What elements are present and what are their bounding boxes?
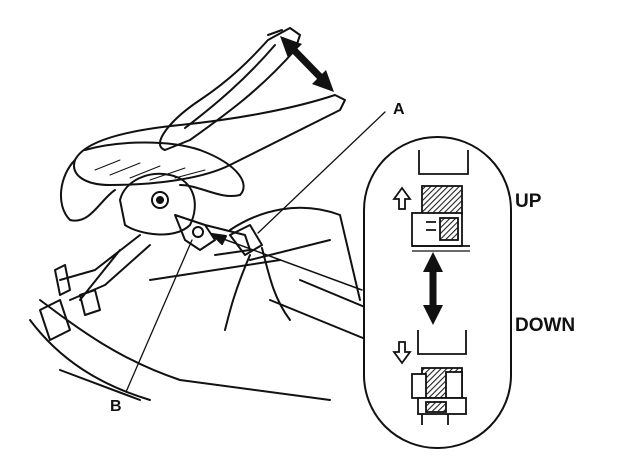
lever-lower [73,94,346,186]
callout-b-leader [125,239,193,393]
switch-down-assembly [411,330,467,425]
lever-bracket [119,172,196,236]
lever-hatch [94,159,206,181]
double-headed-arrow-icon [280,36,334,92]
callout-a-leader [257,111,386,234]
detail-inset [363,136,512,449]
lever-upper-detail [184,29,283,129]
detail-pointer-head [211,233,227,245]
callout-a-label: A [393,101,405,118]
up-label: UP [515,191,542,212]
lever-cover [59,141,245,222]
brake-cable [59,234,151,301]
console-outline [29,279,421,401]
hollow-up-arrow-icon [392,186,412,210]
callout-b-label: B [110,398,122,415]
adjuster-nut [192,226,204,238]
pivot-bolt [151,191,169,209]
hollow-down-arrow-icon [392,341,412,365]
down-label: DOWN [515,315,575,336]
pivot-bolt-center [156,196,164,204]
up-down-double-arrow-icon [423,252,443,325]
detail-capsule-border [363,136,512,449]
lever-upper [159,27,301,151]
detail-pointer-line [217,236,363,291]
equalizer [229,224,263,256]
console-tunnel [149,206,361,301]
mechanism [174,214,251,256]
brake-lever-illustration [29,27,421,401]
cable-guides [39,264,101,341]
rear-cables [224,247,291,331]
switch-up-assembly [411,150,470,252]
